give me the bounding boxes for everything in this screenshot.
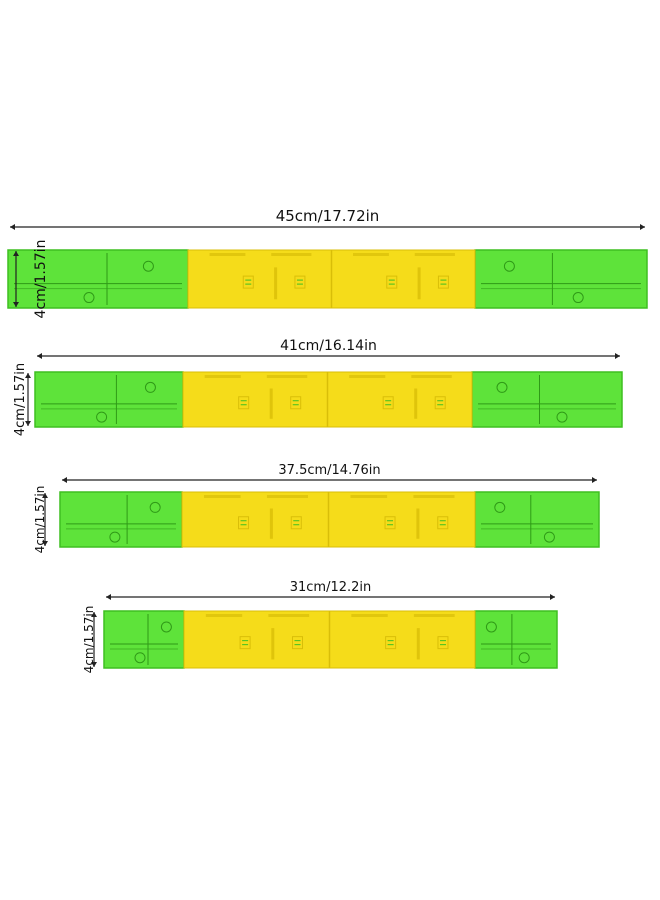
screw-hole-icon [83,292,95,304]
screw-hole-icon [496,381,508,393]
window-slot-icon [238,396,250,410]
green-end-left [103,610,185,669]
ruler-body [59,491,600,548]
screw-hole-icon [572,292,584,304]
screw-hole-icon [518,652,530,664]
height-label: 4cm/1.57in [33,240,49,319]
screw-hole-icon [160,621,172,633]
green-end-left [7,249,189,309]
screw-hole-icon [503,260,515,272]
length-dimension-line [37,353,620,359]
window-slot-icon [434,396,446,410]
window-slot-icon [242,275,254,289]
ruler-body [103,610,558,669]
window-slot-icon [385,636,397,650]
screw-hole-icon [144,381,156,393]
height-dimension-line [42,493,48,546]
window-slot-icon [239,636,251,650]
screw-hole-icon [109,531,121,543]
window-slot-icon [290,396,302,410]
window-slot-icon [291,636,303,650]
length-label: 41cm/16.14in [280,338,377,354]
length-dimension-line [62,477,597,483]
height-label: 4cm/1.57in [13,363,28,436]
screw-hole-icon [556,411,568,423]
height-dimension-line [91,612,97,667]
green-end-right [474,249,648,309]
ruler-body [34,371,623,428]
window-slot-icon [382,396,394,410]
height-dimension-line [13,251,19,307]
window-slot-icon [238,516,250,530]
ruler-2: 41cm/16.14in 4cm/1.57in [13,338,623,436]
screw-hole-icon [96,411,108,423]
screw-hole-icon [142,260,154,272]
rulers-layer: 45cm/17.72in 4cm/1.57in 41cm/16.14in 4cm/1.… [7,207,648,674]
window-slot-icon [290,516,302,530]
ruler-4: 31cm/12.2in 4cm/1.57in [82,580,558,674]
window-slot-icon [437,275,449,289]
window-slot-icon [384,516,396,530]
green-end-right [471,371,623,428]
screw-hole-icon [494,501,506,513]
height-dimension-line [25,373,31,426]
length-dimension-line [106,594,555,600]
length-dimension-line [10,224,645,230]
length-label: 31cm/12.2in [290,580,372,595]
ruler-3: 37.5cm/14.76in 4cm/1.57in [33,463,600,554]
screw-hole-icon [149,501,161,513]
length-label: 45cm/17.72in [276,207,380,225]
ruler-1: 45cm/17.72in 4cm/1.57in [7,207,648,319]
green-end-right [474,610,558,669]
screw-hole-icon [485,621,497,633]
length-label: 37.5cm/14.76in [278,463,380,478]
height-label: 4cm/1.57in [33,486,47,554]
window-slot-icon [437,636,449,650]
height-label: 4cm/1.57in [82,606,96,674]
window-slot-icon [294,275,306,289]
screw-hole-icon [134,652,146,664]
screw-hole-icon [543,531,555,543]
green-end-left [34,371,184,428]
window-slot-icon [386,275,398,289]
green-end-right [474,491,600,548]
ruler-body [7,249,648,309]
window-slot-icon [437,516,449,530]
green-end-left [59,491,183,548]
